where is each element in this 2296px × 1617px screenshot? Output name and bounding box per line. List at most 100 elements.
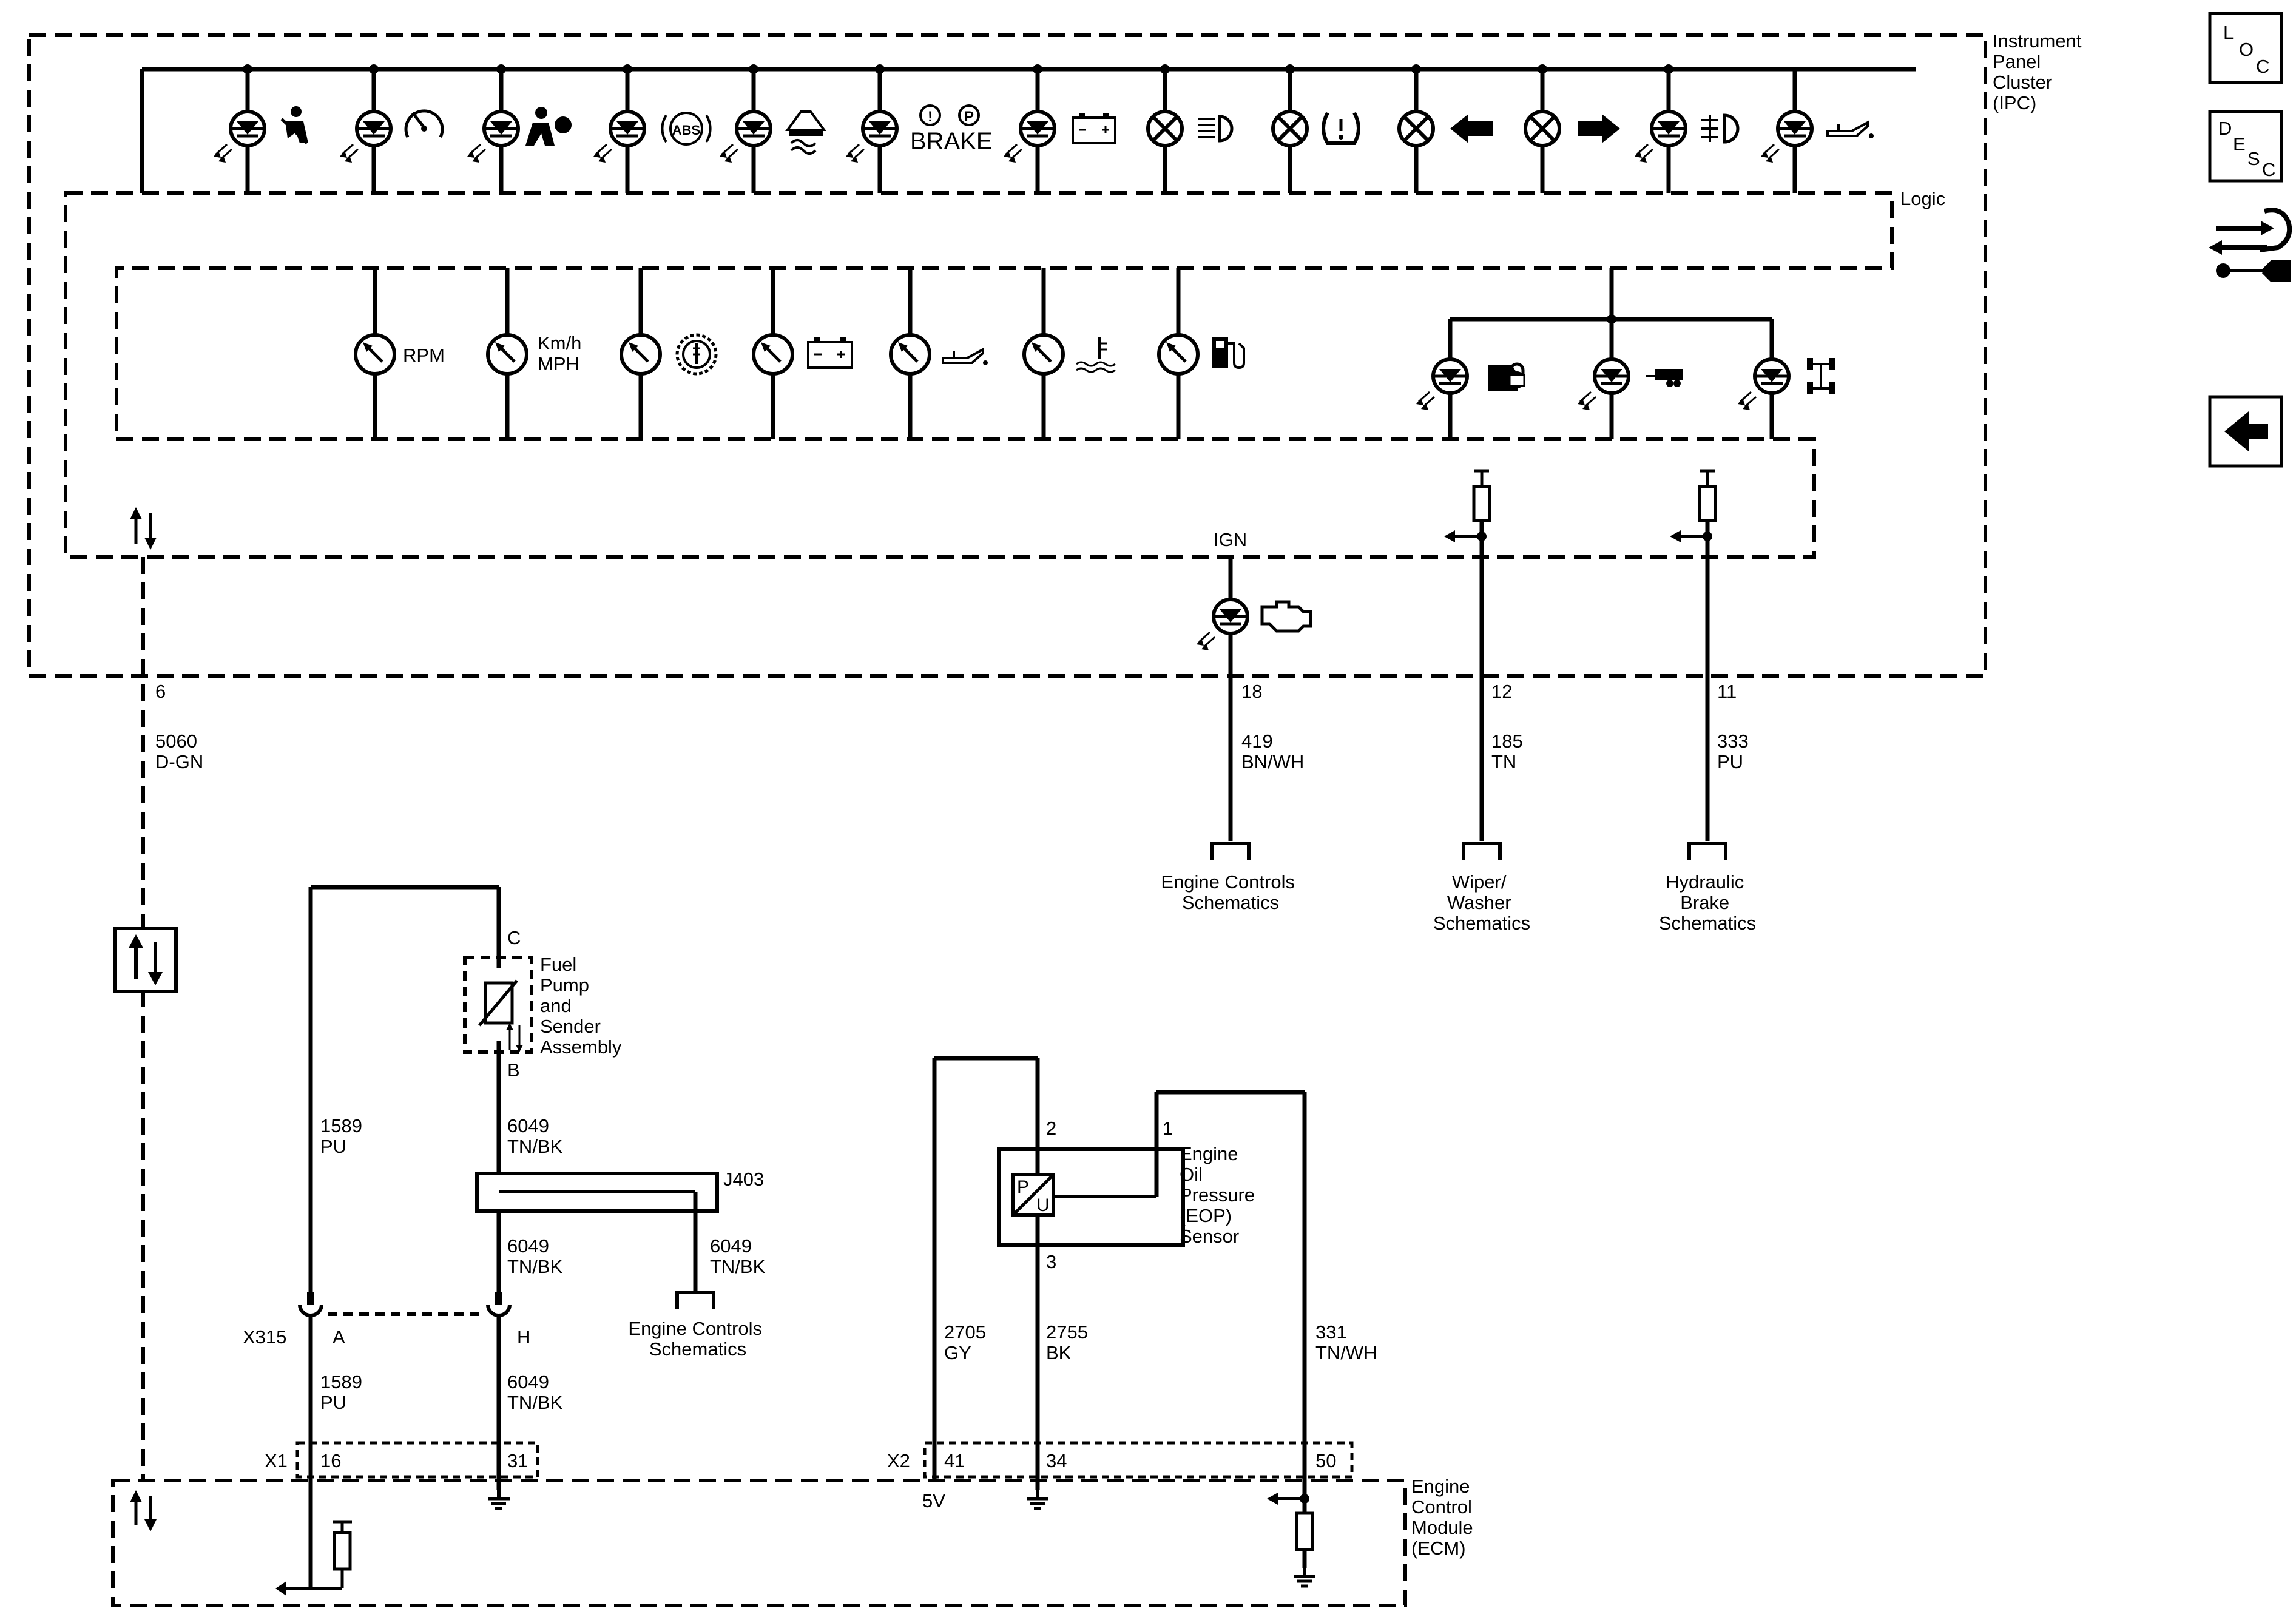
brake-warning-icon: ! P	[919, 104, 980, 126]
circuit-185: 12 185 TN Wiper/ Washer Schematics	[1433, 681, 1530, 934]
x2-pin-41: 41	[944, 1450, 965, 1471]
oil-pressure-icon	[942, 347, 988, 365]
x315-connector: X315 A H	[243, 1292, 530, 1348]
trailer-indicator	[1578, 319, 1683, 439]
seatbelt-icon	[280, 106, 308, 144]
brake-indicator: ! P BRAKE	[846, 64, 993, 193]
loc-button[interactable]: L O C	[2208, 12, 2283, 84]
desc-letter-c: C	[2262, 159, 2275, 180]
circuit-number: 2705	[944, 1322, 986, 1343]
trailer-icon	[1646, 369, 1683, 387]
check-engine-icon	[1260, 600, 1312, 633]
high-beam-icon	[1198, 115, 1234, 143]
x1-pin-16: 16	[320, 1450, 341, 1471]
circuit-419: 18 419 BN/WH Engine Controls Schematics	[1161, 681, 1304, 913]
wire-color: PU	[1717, 751, 1743, 772]
circuit-number: 6049	[507, 1371, 549, 1393]
back-button[interactable]	[2208, 395, 2283, 468]
circuit-number: 333	[1717, 731, 1749, 752]
desc-button[interactable]: D E S C	[2208, 110, 2283, 183]
high-beam-indicator	[1148, 64, 1234, 193]
x315-pin-h: H	[517, 1326, 530, 1348]
x2-connector: X2 41 34 50	[887, 1441, 1354, 1479]
x2-label: X2	[887, 1450, 910, 1471]
pressure-transducer-icon: P U	[1011, 1173, 1156, 1217]
dest-engine-controls-2: Engine Controls Schematics	[628, 1318, 767, 1360]
right-turn-indicator	[1525, 64, 1620, 193]
mph-label: MPH	[538, 353, 579, 374]
left-turn-indicator	[1399, 64, 1493, 193]
trans-temp-gauge	[621, 268, 718, 439]
security-lock-icon	[1488, 362, 1525, 391]
voltmeter-gauge	[754, 268, 853, 439]
logic-boundary	[64, 191, 1894, 559]
connector-repair-icon	[2209, 208, 2292, 282]
wire-color: PU	[320, 1392, 346, 1413]
wire-color: TN/BK	[507, 1136, 563, 1157]
x315-pin-a: A	[333, 1326, 345, 1348]
pin-label: 11	[1717, 681, 1737, 702]
x315-label: X315	[243, 1326, 286, 1348]
eop-sensor-circuit: P U 2 1 3 Engine Oil Pressure (EOP) Sens…	[932, 1056, 1377, 1490]
ign-label: IGN	[1214, 529, 1247, 550]
dest-hydraulic-brake: Hydraulic Brake Schematics	[1659, 871, 1756, 934]
j403-label: J403	[723, 1169, 764, 1190]
coolant-temp-icon	[1076, 337, 1116, 373]
tachometer-gauge: RPM	[356, 268, 445, 439]
desc-letter-d: D	[2218, 118, 2232, 139]
gauge-row: RPM Km/h MPH	[356, 268, 1245, 439]
circuit-number: 5060	[155, 731, 197, 752]
traction-indicator	[720, 64, 826, 193]
x2-pin-50: 50	[1315, 1450, 1336, 1471]
top-indicator-row: ABS ! P BRAKE	[214, 64, 1916, 193]
right-arrow-icon	[1578, 114, 1620, 143]
circuit-number: 1589	[320, 1115, 362, 1136]
wire-color: BK	[1046, 1342, 1072, 1363]
eop-sensor-body	[997, 1147, 1185, 1247]
battery-icon	[1072, 113, 1116, 144]
left-arrow-icon	[1450, 114, 1493, 143]
loc-letter-o: O	[2239, 39, 2254, 60]
fuel-pump-label: Fuel Pump and Sender Assembly	[540, 954, 622, 1058]
wire-color: BN/WH	[1241, 751, 1304, 772]
circuit-number: 6049	[507, 1235, 549, 1257]
x1-label: X1	[265, 1450, 288, 1471]
wire-color: TN/BK	[710, 1256, 766, 1277]
tire-pressure-indicator	[1273, 64, 1360, 193]
pin-label: 18	[1241, 681, 1262, 702]
fuel-pump-circuit: C B Fuel Pump and Sender Assembly 1589 P…	[243, 885, 767, 1588]
dest-wiper-washer: Wiper/ Washer Schematics	[1433, 871, 1530, 934]
ecm-label: Engine Control Module (ECM)	[1411, 1476, 1478, 1559]
eop-sensor-label: Engine Oil Pressure (EOP) Sensor	[1180, 1143, 1260, 1247]
connector-wrench-button[interactable]	[2209, 208, 2292, 282]
abs-icon: ABS	[661, 112, 712, 146]
ecm-boundary	[111, 1479, 1407, 1607]
rpm-label: RPM	[403, 345, 445, 366]
cruise-control-icon	[404, 109, 444, 138]
ipc-label: Instrument Panel Cluster (IPC)	[1993, 30, 2087, 113]
brake-input	[1670, 471, 1715, 841]
serial-data-icon-ipc	[130, 507, 157, 550]
battery-gauge-icon	[807, 337, 853, 369]
wiper-input	[1444, 471, 1490, 841]
circuit-number: 6049	[507, 1115, 549, 1136]
eop-p-label: P	[1017, 1177, 1029, 1197]
fuel-pump-icon	[1212, 337, 1245, 370]
wire-color: TN/BK	[507, 1392, 563, 1413]
fp-pin-b: B	[507, 1059, 520, 1081]
check-engine-indicator: IGN	[1197, 529, 1312, 841]
fuel-gauge	[1159, 268, 1245, 439]
fog-lamp-icon	[1701, 113, 1740, 144]
oil-pressure-gauge	[891, 268, 988, 439]
coolant-temp-gauge	[1024, 268, 1116, 439]
security-indicator	[1416, 319, 1525, 439]
four-wheel-drive-icon	[1807, 358, 1835, 394]
tire-pressure-icon	[1322, 112, 1360, 145]
eop-pin-1: 1	[1163, 1118, 1173, 1139]
wire-color: TN/BK	[507, 1256, 563, 1277]
loc-letter-c: C	[2256, 56, 2269, 77]
cruise-indicator	[340, 64, 444, 193]
x1-pin-31: 31	[507, 1450, 528, 1471]
oil-level-indicator	[1761, 69, 1874, 193]
eop-pin-3: 3	[1046, 1251, 1056, 1272]
